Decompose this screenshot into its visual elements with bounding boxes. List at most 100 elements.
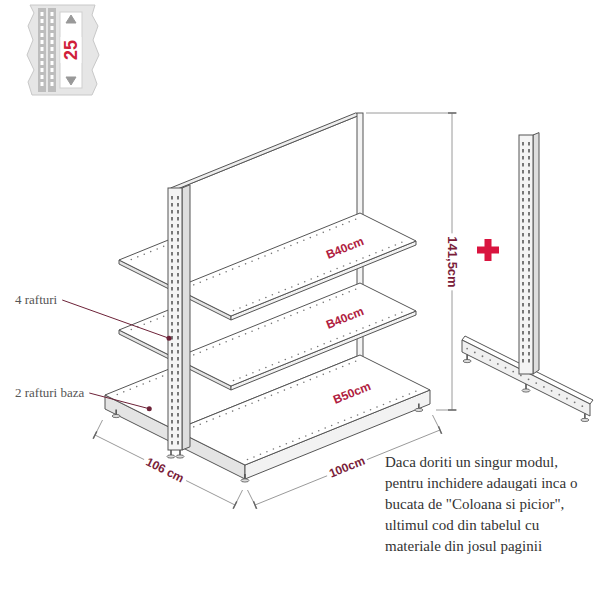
shelf-hole	[375, 252, 377, 254]
slot	[51, 26, 54, 30]
column-slot	[528, 345, 530, 349]
shelf-hole	[251, 260, 253, 262]
shelf-hole	[259, 299, 261, 301]
column-slot	[522, 275, 524, 279]
dimension-line	[95, 435, 235, 505]
column-side	[533, 133, 539, 374]
column-slot	[522, 142, 524, 146]
shelf-hole	[356, 330, 358, 332]
upright-slot	[177, 308, 179, 312]
shelf-hole	[342, 366, 344, 368]
shelf-hole	[238, 408, 240, 410]
upright-slot	[177, 196, 179, 200]
part-label: 4 rafturi	[15, 292, 57, 308]
slot	[41, 75, 44, 79]
column-slot	[528, 212, 530, 216]
upright-slot	[177, 399, 179, 403]
shelf-hole	[322, 232, 324, 234]
upright-slot	[171, 350, 173, 354]
foot-hole	[551, 390, 553, 392]
shelf-hole	[155, 378, 157, 380]
shelf-hole	[329, 299, 331, 301]
note-text: Daca doriti un singur modul, pentru inch…	[385, 452, 593, 557]
shelf-hole	[156, 318, 158, 320]
upright-slot	[177, 406, 179, 410]
shelf-hole	[258, 400, 260, 402]
upright-slot	[177, 294, 179, 298]
column-slot	[528, 331, 530, 335]
shelf-hole	[284, 247, 286, 249]
upright-slot	[177, 371, 179, 375]
shelf-hole	[193, 284, 195, 286]
column-slot	[522, 149, 524, 153]
shelf-hole	[272, 294, 274, 296]
slot	[51, 68, 54, 72]
column-slot	[528, 268, 530, 272]
shelf-hole	[349, 333, 351, 335]
upright-slot	[171, 266, 173, 270]
column-slot	[528, 226, 530, 230]
shelf-hole	[376, 406, 378, 408]
shelf-hole	[265, 297, 267, 299]
upright-slot	[177, 301, 179, 305]
shelf-hole	[355, 360, 357, 362]
shelf-hole	[163, 316, 165, 318]
shelf-hole	[348, 291, 350, 293]
dimension-tick	[438, 426, 441, 433]
column-slot	[522, 289, 524, 293]
upright-slot	[171, 392, 173, 396]
pitch-arrow-down	[66, 77, 76, 85]
foot-pad	[241, 479, 249, 482]
upright-slot	[177, 322, 179, 326]
column-slot	[522, 177, 524, 181]
shelf-hole	[362, 327, 364, 329]
leader-dot	[147, 406, 152, 411]
shelf-hole	[232, 338, 234, 340]
upright-slot	[177, 364, 179, 368]
foot-hole	[466, 348, 468, 350]
upright-slot	[171, 364, 173, 368]
dimension-label: 141,5cm	[445, 233, 460, 290]
shelf-hole	[305, 435, 307, 437]
foot-hole	[497, 363, 499, 365]
upright-slot	[177, 238, 179, 242]
shelf-hole	[246, 305, 248, 307]
dimension-label: 100cm	[324, 452, 369, 481]
upright-slot	[171, 441, 173, 445]
column-slot	[522, 338, 524, 342]
shelf-hole	[355, 288, 357, 290]
column-slot	[528, 198, 530, 202]
shelf-hole	[317, 276, 319, 278]
shelf-hole	[285, 359, 287, 361]
slot	[41, 68, 44, 72]
upright-slot	[171, 322, 173, 326]
slot-strip	[48, 8, 56, 92]
shelf-hole	[212, 276, 214, 278]
foot-hole	[535, 382, 537, 384]
shelf-hole	[156, 248, 158, 250]
foot-hole	[558, 394, 560, 396]
foot-hole	[489, 359, 491, 361]
shelf-hole	[297, 384, 299, 386]
column-slot	[528, 359, 530, 363]
upright-slot	[171, 378, 173, 382]
dimension-lines	[93, 113, 457, 509]
shelf-hole	[206, 279, 208, 281]
slot	[41, 54, 44, 58]
shelf-hole	[239, 377, 241, 379]
foot-hole	[482, 355, 484, 357]
upright-slot	[171, 406, 173, 410]
column-slot	[528, 149, 530, 153]
column-slot	[522, 240, 524, 244]
shelf-hole	[299, 438, 301, 440]
upright-slot	[171, 217, 173, 221]
slot	[51, 19, 54, 23]
shelf-hole	[212, 346, 214, 348]
shelf-hole	[350, 417, 352, 419]
shelf-hole	[137, 256, 139, 258]
shelf-hole	[356, 260, 358, 262]
shelf-hole	[395, 314, 397, 316]
extension-line	[366, 113, 457, 114]
